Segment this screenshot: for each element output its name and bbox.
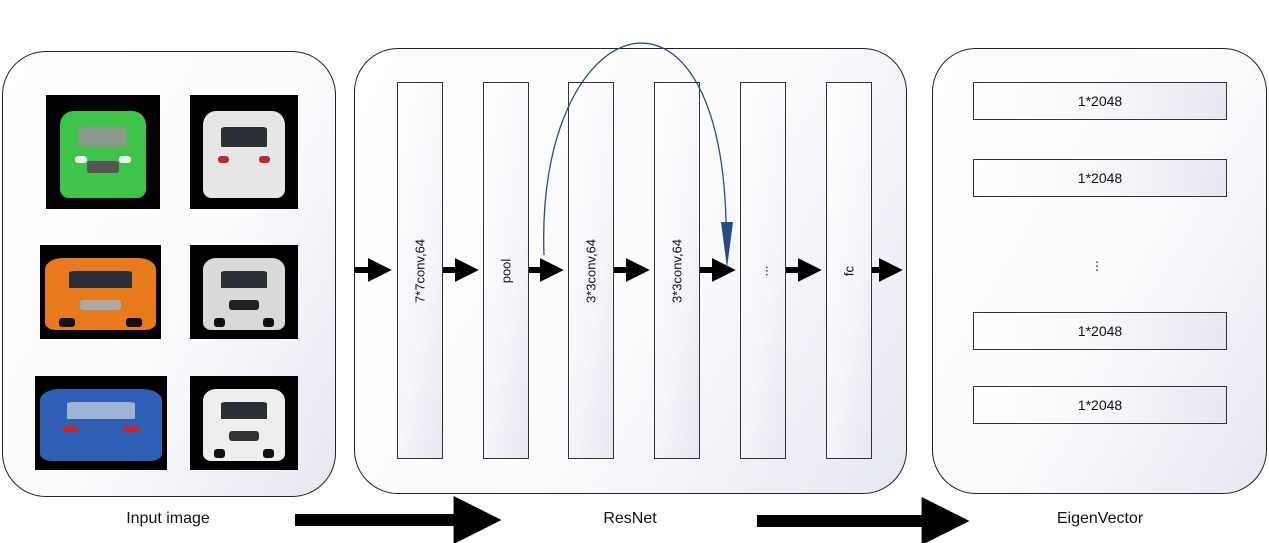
input-image-caption: Input image — [126, 510, 210, 527]
layer-pool: pool — [483, 82, 529, 459]
layer-conv7x7: 7*7conv,64 — [397, 82, 443, 459]
eigenvector-box: 1*2048 — [973, 312, 1227, 350]
layer-ellipsis: ... — [740, 82, 786, 459]
car-thumbnail-1 — [46, 95, 160, 209]
car-thumbnail-6 — [190, 376, 298, 470]
layer-fc: fc — [826, 82, 872, 459]
eigenvector-box: 1*2048 — [973, 82, 1227, 120]
car-thumbnail-3 — [40, 245, 161, 339]
eigenvector-caption: EigenVector — [1056, 510, 1144, 527]
layer-conv3x3-a: 3*3conv,64 — [568, 82, 614, 459]
orange-sedan-front-icon — [44, 258, 157, 330]
vector-ellipsis: ⋮ — [1091, 259, 1103, 273]
white-suv-front-icon — [202, 258, 286, 330]
skip-connection-arrowhead — [721, 222, 733, 268]
green-taxi-car-icon — [59, 110, 147, 198]
eigenvector-box: 1*2048 — [973, 159, 1227, 197]
white-sedan-front-icon — [202, 389, 286, 461]
white-hatchback-rear-icon — [202, 110, 286, 198]
layer-conv3x3-b: 3*3conv,64 — [654, 82, 700, 459]
eigenvector-box: 1*2048 — [973, 386, 1227, 424]
car-thumbnail-4 — [190, 245, 298, 339]
skip-connection-arrow — [543, 42, 727, 256]
resnet-caption: ResNet — [603, 510, 657, 527]
blue-sedan-rear-icon — [40, 389, 162, 461]
car-thumbnail-2 — [190, 95, 298, 209]
car-thumbnail-5 — [35, 376, 167, 470]
